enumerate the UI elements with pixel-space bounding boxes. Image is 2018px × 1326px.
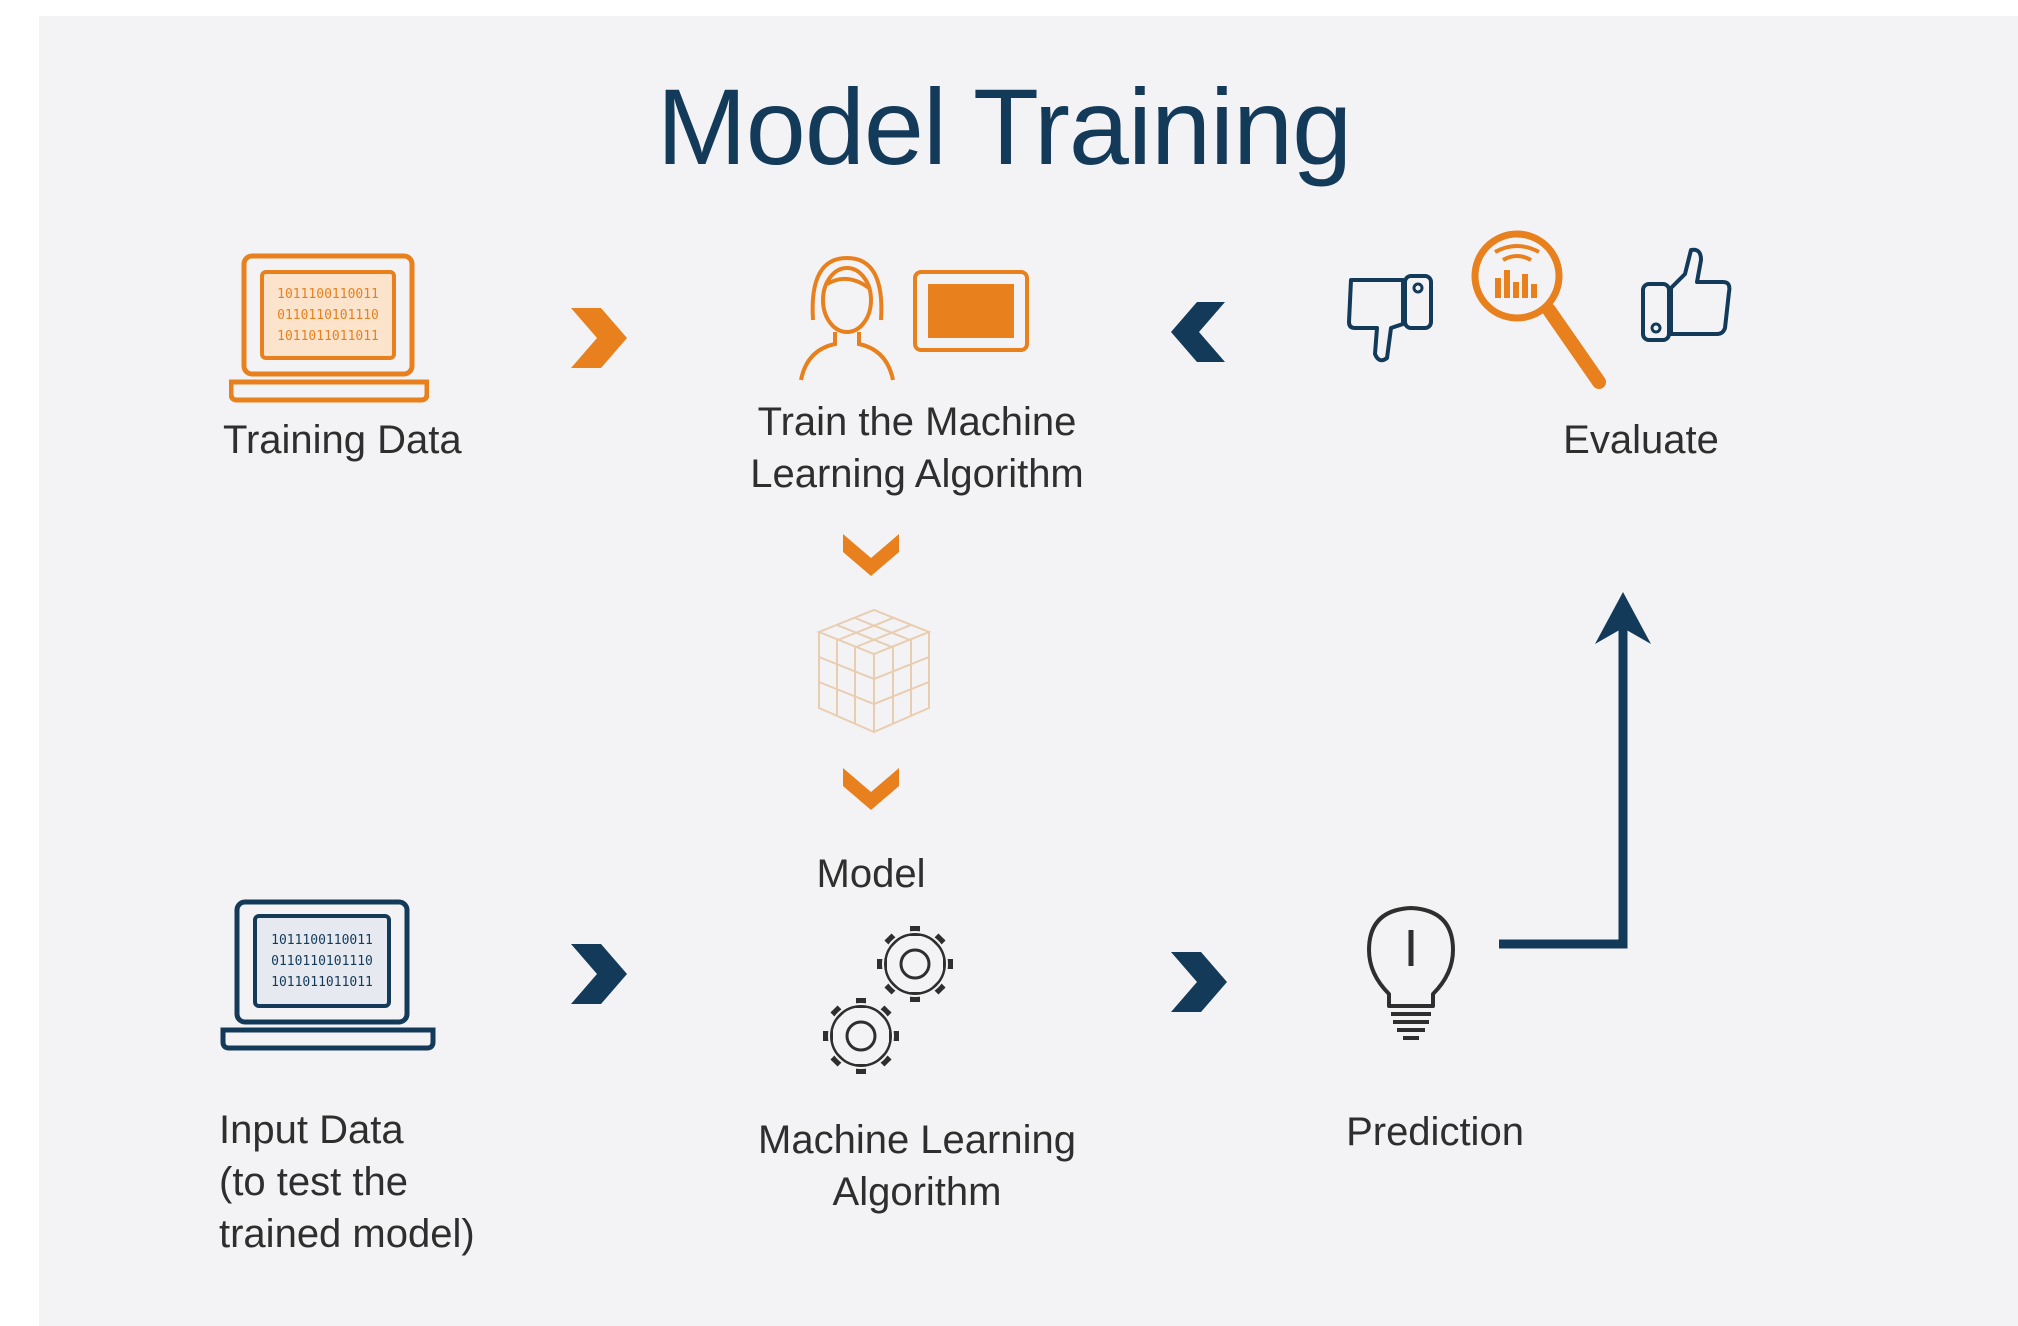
lightbulb-icon [1361,902,1461,1052]
binary-line-2: 0110110101110 [277,308,379,323]
prediction-label: Prediction [1346,1110,1524,1154]
feedback-arrow-icon [1499,566,1659,966]
ml-algorithm-label: Machine Learning Algorithm [758,1118,1076,1214]
chevron-right-icon [565,302,629,374]
input-data-label: Input Data (to test the trained model) [219,1108,475,1256]
gears-icon [815,912,975,1092]
binary-line-2: 0110110101110 [271,954,373,969]
training-data-laptop-icon: 1011100110011 0110110101110 101101101101… [229,248,429,408]
model-label: Model [816,852,926,896]
chevron-down-icon [839,762,903,814]
input-data-laptop-icon: 1011100110011 0110110101110 101101101101… [219,894,439,1054]
cube-icon [799,596,949,746]
evaluate-label: Evaluate [1563,418,1719,462]
chevron-down-icon [839,528,903,580]
magnifier-chart-icon [1463,222,1623,402]
thumbs-down-icon [1345,266,1445,366]
person-screen-icon [795,244,1035,384]
binary-line-1: 1011100110011 [277,287,379,302]
diagram-panel: Model Training 1011100110011 01101101011… [39,16,2018,1326]
training-data-label: Training Data [223,418,462,462]
chevron-right-icon [565,938,629,1010]
binary-line-3: 1011011011011 [277,329,379,344]
train-algorithm-label: Train the Machine Learning Algorithm [750,400,1084,496]
thumbs-up-icon [1635,244,1735,344]
binary-line-3: 1011011011011 [271,975,373,990]
chevron-left-icon [1167,296,1231,368]
binary-line-1: 1011100110011 [271,933,373,948]
chevron-right-icon [1165,946,1229,1018]
diagram-title: Model Training [656,66,1352,187]
